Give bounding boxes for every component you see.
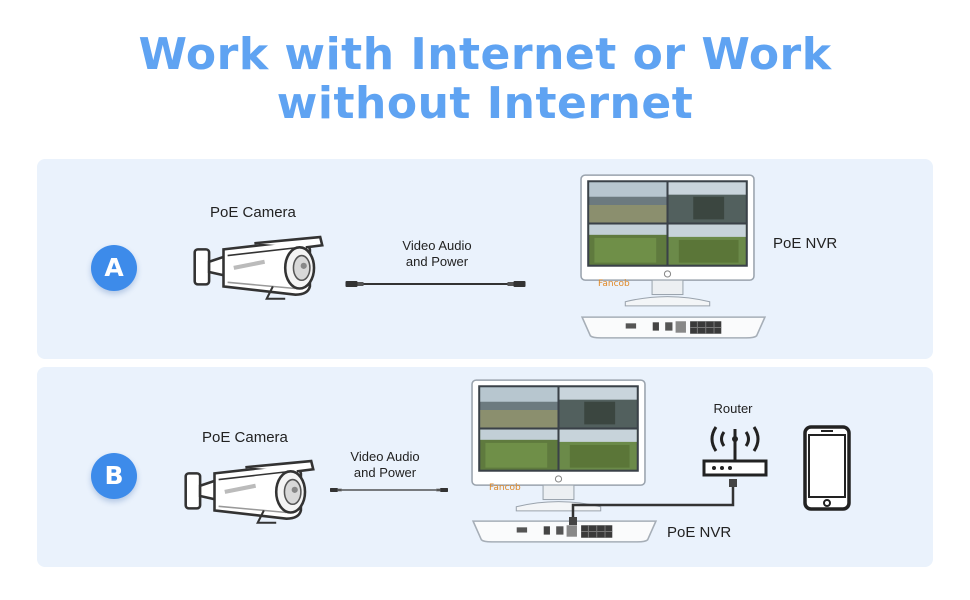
scenario-a-nvr-label: PoE NVR [773, 235, 838, 252]
cable-icon [343, 279, 528, 289]
scenario-a-camera-label: PoE Camera [210, 204, 296, 221]
scenario-b-panel: B PoE Camera Video Audio and Power Fanco… [37, 367, 933, 567]
scenario-a-badge: A [91, 245, 137, 291]
scenario-b-badge: B [91, 453, 137, 499]
scenario-a-cable-label: Video Audio and Power [402, 238, 472, 269]
smartphone-icon [803, 425, 851, 511]
scenario-b-router-label: Router [713, 401, 753, 416]
poe-camera-icon [183, 459, 318, 531]
headline-line-1: Work with Internet or Work [138, 29, 832, 80]
scenario-a-panel: A PoE Camera Video Audio and Power Fanco… [37, 159, 933, 359]
scenario-b-camera-label: PoE Camera [202, 429, 288, 446]
nvr-recorder-icon [580, 315, 767, 340]
brand-logo: Fancob [489, 483, 521, 493]
poe-camera-icon [192, 235, 327, 307]
headline-line-2: without Internet [276, 78, 694, 129]
router-icon [702, 426, 768, 477]
brand-logo: Fancob [598, 279, 630, 289]
headline: Work with Internet or Work without Inter… [0, 30, 970, 128]
scenario-b-cable-label: Video Audio and Power [350, 449, 420, 480]
cable-icon [330, 485, 448, 495]
network-cable [569, 479, 737, 525]
scenario-b-nvr-label: PoE NVR [667, 524, 732, 541]
